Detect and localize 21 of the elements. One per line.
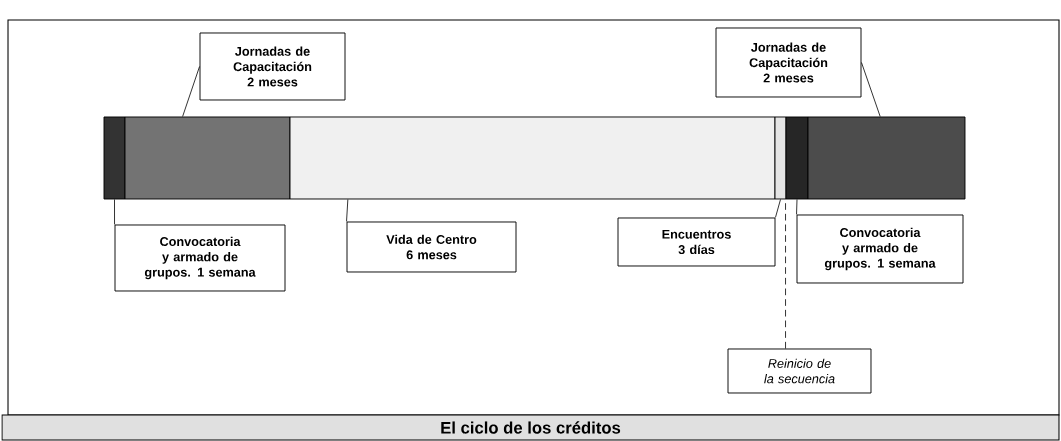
timeline-segment [774, 116, 787, 200]
timeline-segment [289, 116, 776, 200]
leader-line [182, 66, 200, 117]
timeline-segment [785, 116, 809, 200]
callout-box: Convocatoria y armado de grupos. 1 semana [114, 224, 286, 292]
leader-line [114, 199, 115, 225]
leader-line [861, 62, 881, 117]
leader-line [346, 199, 349, 222]
timeline-segment [124, 116, 291, 200]
leader-line [796, 199, 798, 215]
callout-box: Encuentros 3 días [617, 217, 776, 267]
callout-box: Convocatoria y armado de grupos. 1 semana [796, 214, 964, 284]
title-band: El ciclo de los créditos [1, 414, 1060, 441]
timeline-segment [807, 116, 966, 200]
timeline-segment [103, 116, 126, 200]
callout-box: Reinicio de la secuencia [727, 348, 872, 394]
dashed-line [785, 199, 786, 349]
leader-line [775, 199, 781, 218]
callout-box: Jornadas de Capacitación 2 meses [199, 32, 346, 101]
callout-box: Jornadas de Capacitación 2 meses [715, 27, 862, 98]
callout-box: Vida de Centro 6 meses [346, 221, 517, 273]
